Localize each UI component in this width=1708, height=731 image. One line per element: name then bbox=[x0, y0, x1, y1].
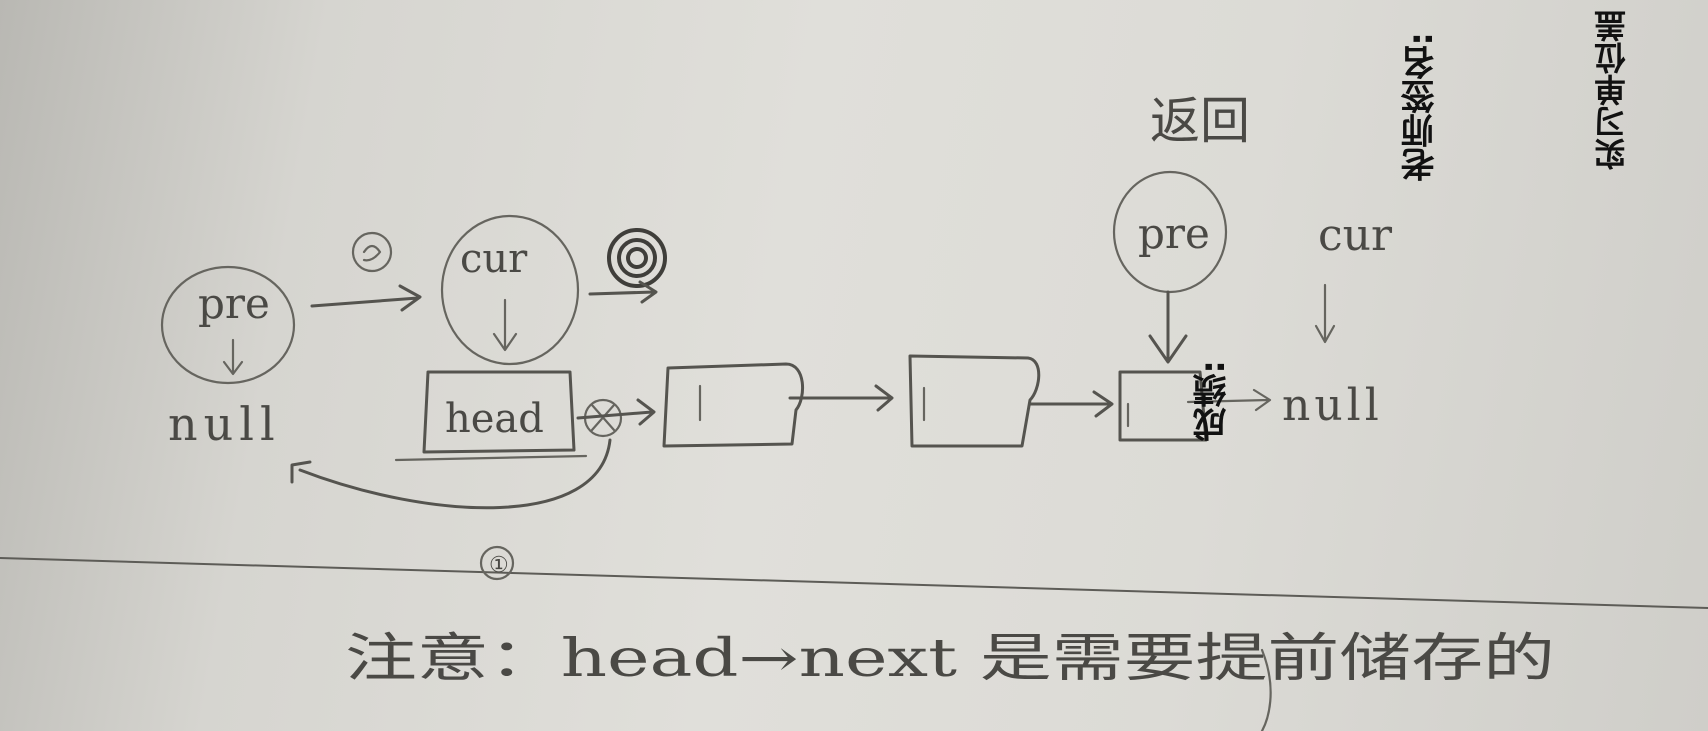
null-label-right: null bbox=[1282, 380, 1383, 431]
teacher-signature-label: 老师签名: bbox=[1401, 32, 1441, 182]
pre-label-left: pre bbox=[198, 279, 270, 328]
head-label: head bbox=[445, 396, 544, 442]
handwritten-note: 注意：head→next 是需要提前储存的 bbox=[345, 629, 1555, 689]
list-node-2 bbox=[662, 362, 805, 448]
score-label: 成绩: bbox=[1193, 360, 1233, 442]
cur-label-top: cur bbox=[460, 236, 528, 282]
list-node-4 bbox=[1118, 370, 1208, 442]
cur-arrow-down bbox=[492, 298, 518, 352]
reverse-link-arrow bbox=[290, 438, 612, 510]
ruled-line bbox=[0, 557, 1708, 609]
step-1-label: ① bbox=[489, 553, 509, 578]
pre-arrow-left bbox=[222, 338, 244, 376]
list-node-3 bbox=[908, 354, 1041, 448]
pre-circle-right bbox=[1112, 170, 1228, 294]
pre-circle-left bbox=[160, 265, 296, 385]
return-label: 返回 bbox=[1150, 92, 1250, 150]
null-label-left: null bbox=[168, 397, 281, 451]
unit-seal-label: 实习单位盖 bbox=[1593, 10, 1631, 170]
step-2-marker bbox=[351, 231, 393, 273]
node3-next-arrow bbox=[1028, 390, 1114, 418]
step-3-marker bbox=[607, 228, 667, 288]
pre-to-cur-arrow bbox=[310, 284, 422, 312]
step-2-glyph bbox=[362, 244, 382, 262]
cur-label-right: cur bbox=[1318, 210, 1393, 261]
cur-arrow-right bbox=[1314, 283, 1336, 344]
node4-next-arrow bbox=[1186, 388, 1272, 412]
head-node bbox=[422, 370, 576, 454]
pre-arrow-right bbox=[1148, 290, 1188, 364]
pre-label-right: pre bbox=[1138, 209, 1210, 258]
head-next-arrow bbox=[576, 398, 656, 426]
cut-link-cross bbox=[590, 403, 616, 432]
step-3-arrow bbox=[588, 280, 658, 304]
cur-circle bbox=[440, 214, 580, 366]
step-1-marker bbox=[479, 545, 515, 581]
node2-next-arrow bbox=[788, 384, 894, 412]
